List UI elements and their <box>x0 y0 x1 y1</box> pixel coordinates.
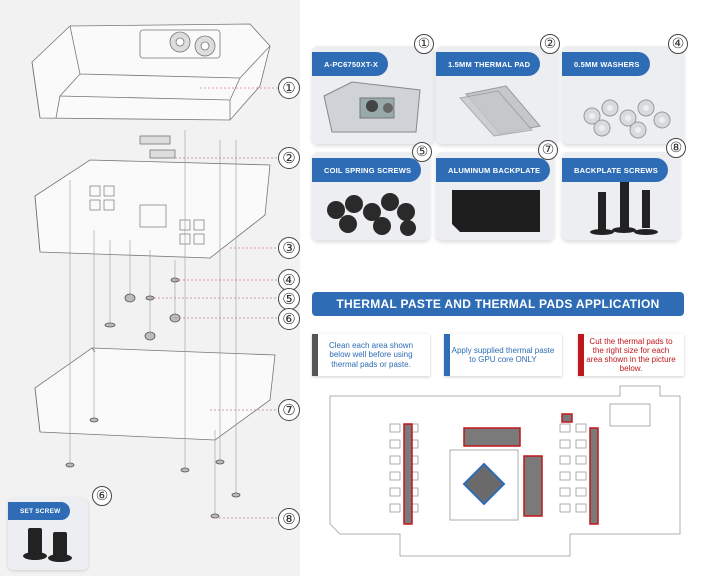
part-label: 0.5MM WASHERS <box>562 52 650 76</box>
part-label: 1.5MM THERMAL PAD <box>436 52 541 76</box>
instruction-text: Cut the thermal pads to the right size f… <box>586 336 676 374</box>
instruction-bar <box>312 334 318 376</box>
instruction-text: Clean each area shown below well before … <box>328 341 414 369</box>
instruction-bar <box>444 334 450 376</box>
backplate-screws-image <box>590 182 658 235</box>
callout-1: ① <box>278 77 300 99</box>
exploded-view-panel: ① ② ③ ④ ⑤ ⑥ ⑦ ⑧ SET SCREW ⑥ <box>0 0 300 576</box>
part-card-backplate-screws: BACKPLATE SCREWS <box>562 152 680 240</box>
part-number: ④ <box>668 34 688 54</box>
part-card-block: A-PC6750XT-X <box>312 46 434 144</box>
callout-8: ⑧ <box>278 508 300 530</box>
part-label: COIL SPRING SCREWS <box>312 158 422 182</box>
part-card-thermal-pad: 1.5MM THERMAL PAD <box>436 46 558 144</box>
set-screw-label: SET SCREW <box>8 502 71 520</box>
backplate-image <box>452 190 540 232</box>
pcb-application-diagram <box>329 385 681 557</box>
callout-7: ⑦ <box>278 399 300 421</box>
thermal-pad-image <box>459 85 541 137</box>
part-number: ② <box>540 34 560 54</box>
callout-2: ② <box>278 147 300 169</box>
instruction-clean: Clean each area shown below well before … <box>312 334 430 376</box>
water-block-image <box>323 81 421 133</box>
part-number: ① <box>414 34 434 54</box>
part-label: ALUMINUM BACKPLATE <box>436 158 551 182</box>
washers-image <box>583 99 671 139</box>
instruction-bar <box>578 334 584 376</box>
exploded-view-diagram <box>31 23 280 519</box>
set-screw-number: ⑥ <box>92 486 112 506</box>
part-card-washers: 0.5MM WASHERS <box>562 46 684 144</box>
section-title: THERMAL PASTE AND THERMAL PADS APPLICATI… <box>312 292 684 316</box>
coil-screws-image <box>327 193 416 236</box>
part-number: ⑦ <box>538 140 558 160</box>
part-card-backplate: ALUMINUM BACKPLATE <box>436 152 554 240</box>
set-screw-image <box>23 528 72 562</box>
part-label: A-PC6750XT-X <box>312 52 389 76</box>
instruction-paste: Apply supplied thermal paste to GPU core… <box>444 334 562 376</box>
instruction-text: Apply supplied thermal paste to GPU core… <box>451 345 555 364</box>
part-label: BACKPLATE SCREWS <box>562 158 668 182</box>
callout-3: ③ <box>278 237 300 259</box>
set-screw-card: SET SCREW <box>8 498 88 570</box>
callout-6: ⑥ <box>278 308 300 330</box>
part-number: ⑧ <box>666 138 686 158</box>
part-card-coil-screws: COIL SPRING SCREWS <box>312 152 430 240</box>
callout-5: ⑤ <box>278 288 300 310</box>
part-number: ⑤ <box>412 142 432 162</box>
instruction-pads: Cut the thermal pads to the right size f… <box>578 334 684 376</box>
